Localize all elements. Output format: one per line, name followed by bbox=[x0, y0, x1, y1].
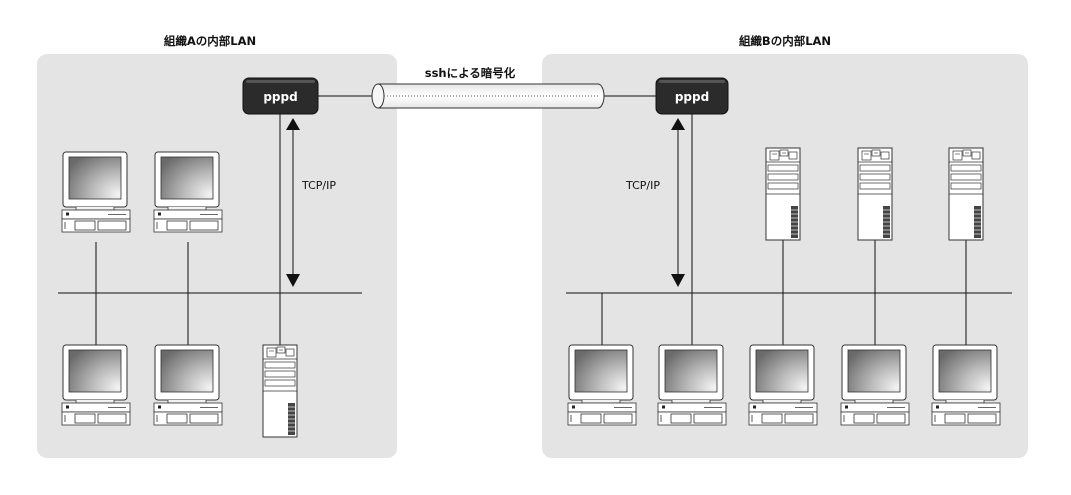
tcpip-arrow-a bbox=[286, 118, 300, 287]
pc-a4 bbox=[153, 344, 223, 426]
pc-b3 bbox=[748, 344, 818, 426]
pc-b2 bbox=[657, 344, 727, 426]
zone-b-title: 組織Bの内部LAN bbox=[739, 34, 831, 48]
pc-b4 bbox=[840, 344, 910, 426]
tcpip-arrow-b bbox=[671, 118, 685, 287]
server-b3 bbox=[948, 147, 984, 241]
zone-a-wiring bbox=[58, 114, 362, 345]
pc-a2 bbox=[153, 151, 223, 233]
zone-b-wiring bbox=[566, 114, 1012, 345]
tcpip-label-b: TCP/IP bbox=[625, 179, 660, 192]
ssh-tunnel bbox=[318, 83, 656, 109]
pc-b1 bbox=[567, 344, 637, 426]
pc-a3 bbox=[61, 344, 131, 426]
pppd-label-b: pppd bbox=[675, 90, 709, 104]
server-b1 bbox=[765, 147, 801, 241]
server-b2 bbox=[857, 147, 893, 241]
server-a1 bbox=[262, 344, 298, 438]
pc-b5 bbox=[931, 344, 1001, 426]
tunnel-label: sshによる暗号化 bbox=[425, 66, 516, 80]
pc-a1 bbox=[61, 151, 131, 233]
pppd-node-b: pppd bbox=[655, 77, 729, 115]
pppd-node-a: pppd bbox=[242, 77, 319, 115]
zone-a-title: 組織Aの内部LAN bbox=[164, 34, 256, 48]
pppd-label-a: pppd bbox=[263, 90, 297, 104]
tcpip-label-a: TCP/IP bbox=[301, 179, 336, 192]
